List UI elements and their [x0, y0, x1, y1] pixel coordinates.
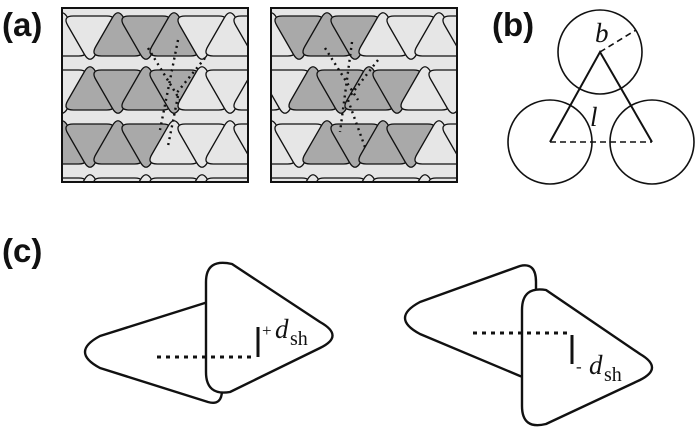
- light-triangle-tile: [271, 177, 310, 182]
- light-triangle-tile: [305, 174, 321, 182]
- light-triangle-tile: [62, 177, 87, 182]
- panel-c-label: (c): [2, 232, 42, 269]
- light-triangle-tile: [122, 232, 170, 275]
- light-triangle-tile: [233, 123, 248, 156]
- triangle-right-a: [403, 264, 538, 379]
- light-triangle-tile: [150, 0, 198, 5]
- lattice-dotted-line: [349, 59, 379, 97]
- light-triangle-tile: [262, 178, 310, 221]
- shift-sign-minus: -: [576, 357, 582, 376]
- light-triangle-tile: [38, 229, 86, 272]
- packing-snapshot-left: [10, 0, 310, 275]
- light-triangle-tile: [194, 174, 210, 182]
- packing-frame-left: [61, 7, 249, 183]
- light-triangle-tile: [82, 174, 98, 182]
- panel-c: (c) + d sh - d sh: [2, 232, 654, 427]
- light-triangle-tile: [415, 229, 463, 272]
- light-triangle-tile: [93, 177, 143, 182]
- light-triangle-tile: [417, 174, 433, 182]
- light-triangle-tile: [262, 0, 310, 5]
- light-triangle-tile: [122, 0, 170, 2]
- shifted-pair-right: - d sh: [403, 264, 654, 427]
- light-triangle-tile: [345, 0, 393, 2]
- light-triangle-tile: [234, 0, 282, 2]
- radius-label: b: [595, 18, 609, 48]
- light-triangle-tile: [331, 232, 379, 275]
- light-triangle-tile: [38, 0, 86, 5]
- triangle-edges: [549, 49, 653, 143]
- triangle-left-b: [204, 261, 334, 394]
- light-triangle-tile: [150, 229, 198, 272]
- light-triangle-tile: [361, 174, 377, 182]
- light-triangle-tile: [149, 177, 199, 182]
- light-triangle-tile: [429, 0, 477, 5]
- light-triangle-tile: [66, 0, 114, 2]
- light-triangle-tile: [372, 177, 422, 182]
- light-triangle-tile: [428, 69, 457, 114]
- shift-symbol-right: d: [589, 350, 603, 380]
- shift-symbol-left: d: [275, 314, 289, 344]
- lattice-dotted-line: [166, 95, 180, 147]
- light-triangle-tile: [66, 232, 114, 275]
- triangle-right-b: [520, 288, 654, 427]
- light-triangle-tile: [428, 177, 457, 182]
- light-triangle-tile: [261, 0, 309, 5]
- light-triangle-tile: [485, 0, 533, 5]
- light-triangle-tile: [262, 229, 310, 272]
- panel-a-label: (a): [2, 6, 42, 43]
- light-triangle-tile: [471, 229, 519, 272]
- light-triangle-tile: [303, 229, 351, 272]
- light-triangle-tile: [233, 78, 248, 111]
- light-triangle-tile: [443, 232, 491, 275]
- light-triangle-tile: [442, 15, 457, 48]
- light-triangle-tile: [373, 0, 421, 5]
- light-triangle-tile: [457, 0, 505, 2]
- triangle-tiles-right: [233, 0, 533, 275]
- light-triangle-tile: [387, 232, 435, 275]
- light-triangle-tile: [289, 0, 337, 2]
- light-triangle-tile: [456, 102, 457, 109]
- shifted-pair-left: + d sh: [83, 261, 334, 404]
- light-triangle-tile: [275, 232, 323, 275]
- shift-subscript-right: sh: [604, 364, 622, 386]
- light-triangle-tile: [138, 174, 154, 182]
- panel-a: (a): [2, 0, 533, 275]
- light-triangle-tile: [94, 229, 142, 272]
- panel-b: (b) b l: [492, 6, 695, 185]
- vertex-circle-top: [557, 9, 643, 95]
- light-triangle-tile: [442, 123, 457, 156]
- light-triangle-tile: [247, 229, 295, 272]
- lattice-lines-right: [323, 41, 379, 151]
- lattice-dotted-line: [146, 47, 182, 101]
- light-triangle-tile: [233, 15, 248, 48]
- packing-frame-right: [270, 7, 458, 183]
- shift-sign-plus: +: [262, 321, 272, 340]
- packing-snapshot-right: [233, 0, 533, 275]
- light-triangle-tile: [233, 0, 281, 2]
- triangle-tiles-left: [10, 0, 310, 275]
- lattice-dotted-line: [323, 47, 360, 101]
- panel-b-label: (b): [492, 6, 534, 43]
- side-length-label: l: [590, 102, 598, 132]
- light-triangle-tile: [317, 0, 365, 5]
- lattice-lines-left: [146, 39, 206, 147]
- light-triangle-tile: [401, 0, 449, 2]
- light-triangle-tile: [359, 229, 407, 272]
- light-triangle-tile: [206, 0, 254, 5]
- light-triangle-tile: [205, 177, 248, 182]
- light-triangle-tile: [10, 0, 58, 2]
- light-triangle-tile: [10, 67, 58, 110]
- radius-line: [599, 29, 637, 53]
- triangle-left-a: [83, 299, 224, 404]
- light-triangle-tile: [316, 177, 366, 182]
- light-triangle-tile: [178, 0, 226, 2]
- light-triangle-tile: [10, 124, 58, 167]
- lattice-dotted-line: [174, 57, 206, 96]
- light-triangle-tile: [94, 0, 142, 5]
- light-triangle-tile: [485, 178, 533, 221]
- light-triangle-tile: [10, 175, 58, 218]
- shift-subscript-left: sh: [290, 328, 308, 350]
- light-triangle-tile: [457, 175, 505, 218]
